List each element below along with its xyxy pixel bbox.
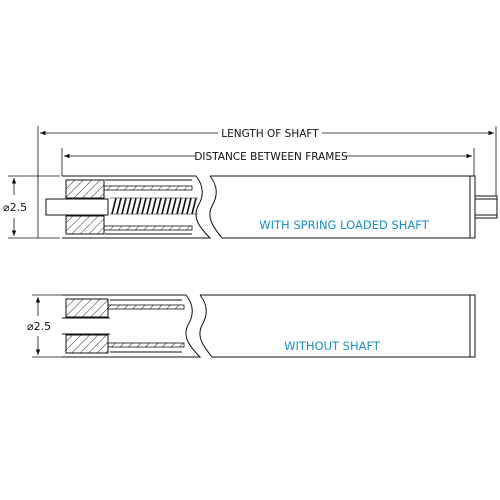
tube-wall-upper xyxy=(103,185,193,191)
tube-wall-lower xyxy=(103,225,193,231)
diameter-bottom-label: ⌀2.5 xyxy=(27,320,51,333)
diameter-top-dimension xyxy=(8,175,60,239)
end-section-upper xyxy=(65,298,109,318)
length-of-shaft-label: LENGTH OF SHAFT xyxy=(221,128,319,140)
diameter-top-label: ⌀2.5 xyxy=(3,201,27,214)
bearing-section-upper xyxy=(65,179,105,199)
length-of-shaft-dimension xyxy=(37,126,497,238)
spring-loaded-caption: WITH SPRING LOADED SHAFT xyxy=(259,218,429,232)
spring-loaded-shaft xyxy=(45,198,109,216)
distance-between-frames-label: DISTANCE BETWEEN FRAMES xyxy=(194,151,348,163)
bearing-section-lower xyxy=(65,215,105,235)
diameter-bottom-dimension xyxy=(32,294,62,358)
tube-wall-upper-bottom xyxy=(107,304,185,310)
tube-wall-lower-bottom xyxy=(107,342,185,348)
end-section-lower xyxy=(65,334,109,354)
without-shaft-caption: WITHOUT SHAFT xyxy=(284,339,381,353)
roller-without-shaft xyxy=(62,294,476,358)
roller-spring-loaded xyxy=(62,175,498,239)
spring-coil xyxy=(111,197,197,215)
distance-between-frames-dimension xyxy=(61,148,475,176)
